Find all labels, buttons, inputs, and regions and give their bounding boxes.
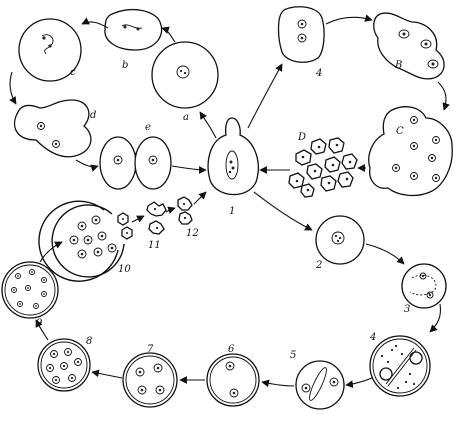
label-b: b (122, 60, 128, 71)
label-stage-3: 3 (404, 304, 410, 315)
cluster-D: D (288, 132, 358, 198)
arrow-9-to-10 (39, 241, 63, 263)
label-stage-10: 10 (118, 264, 131, 275)
central-cell-1: 1 (207, 117, 259, 217)
label-a: a (183, 112, 189, 123)
label-stage-12: 12 (186, 228, 199, 239)
label-stage-11: 11 (148, 240, 161, 251)
arrow-4-to-B (325, 14, 373, 25)
arrow-3-to-4 (429, 303, 442, 333)
cell-stage-4: 4 (369, 332, 431, 397)
cell-c: c (18, 18, 82, 82)
label-d: d (90, 110, 96, 121)
cell-a: a (151, 41, 219, 123)
label-stage-2: 2 (315, 260, 322, 271)
arrow-5-to-6 (261, 379, 295, 388)
arrow-1-to-4 (247, 63, 283, 129)
cell-stage-7: 7 (122, 344, 178, 408)
label-stage-8: 8 (86, 336, 92, 347)
cell-stage-2: 2 (315, 215, 365, 271)
cell-stage-12: 12 (177, 196, 199, 239)
arrow-1-to-a (199, 111, 217, 139)
cell-stage-3: 3 (401, 263, 447, 315)
label-c: c (70, 67, 76, 78)
arrow-B-to-C (437, 81, 450, 111)
arrow-b-to-c (81, 17, 109, 29)
label-C: C (396, 126, 404, 137)
cell-stage-9: 9 (1, 261, 59, 329)
cell-stage-6: 6 (206, 344, 260, 407)
cell-d: d (13, 99, 96, 158)
cell-stage-8: 8 (37, 336, 92, 392)
cell-stage-5: 5 (290, 350, 345, 410)
cell-C: C (368, 106, 453, 197)
arrow-12-to-1 (193, 191, 207, 205)
cell-stage-10: 10 (38, 200, 133, 282)
arrow-1-to-2 (253, 191, 313, 231)
label-stage-7: 7 (147, 344, 154, 355)
label-D: D (297, 132, 306, 143)
arrow-2-to-3 (365, 243, 405, 265)
cell-b: b (104, 9, 163, 71)
arrow-10-to-11 (131, 215, 145, 223)
label-stage-4: 4 (369, 332, 376, 343)
label-stage-1: 1 (229, 206, 235, 217)
label-upper-4: 4 (315, 68, 322, 79)
arrow-11-to-12 (165, 206, 176, 214)
label-stage-6: 6 (228, 344, 235, 355)
cell-stage-11: 11 (146, 201, 167, 251)
arrow-7-to-8 (91, 369, 123, 379)
arrow-e-to-1 (171, 165, 207, 174)
arrow-a-to-b (161, 26, 176, 43)
arrow-c-to-d (9, 71, 17, 105)
label-stage-5: 5 (290, 350, 296, 361)
arrow-d-to-e (75, 159, 99, 172)
cell-upper-4: 4 (277, 6, 325, 79)
cell-e: e (99, 122, 172, 190)
cell-B: B (373, 12, 445, 80)
label-B: B (394, 60, 402, 71)
arrow-4-to-5 (345, 377, 373, 388)
label-e: e (145, 122, 151, 133)
arrow-8-to-9 (35, 319, 49, 341)
